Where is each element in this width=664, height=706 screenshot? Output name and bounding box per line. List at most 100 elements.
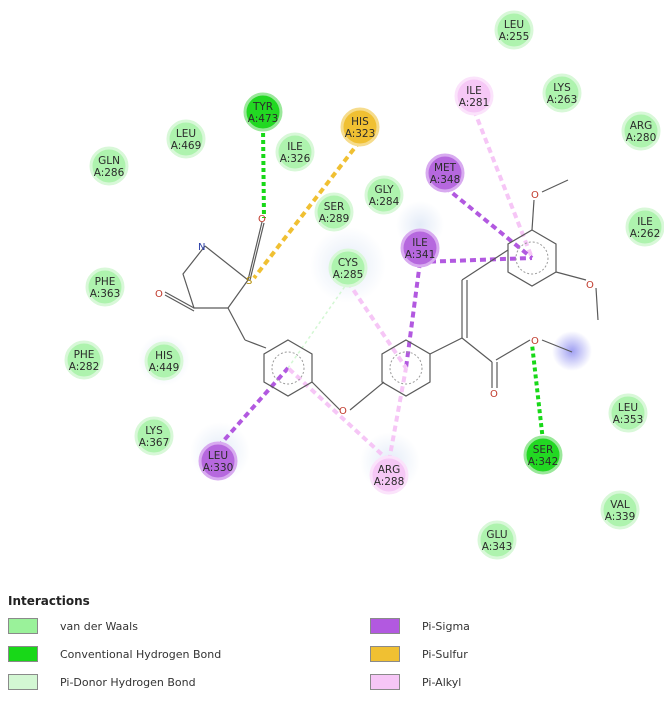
residue-number: A:326	[280, 153, 311, 165]
residue-name: ILE	[637, 216, 653, 228]
ester-o	[495, 339, 531, 361]
residue-name: CYS	[338, 257, 359, 269]
residue-number: A:262	[630, 228, 661, 240]
residue-disc	[625, 207, 664, 247]
tzd-co-left-2	[164, 294, 195, 312]
aromatic-rings	[271, 241, 549, 385]
residue-disc	[523, 435, 563, 475]
residue-name: SER	[533, 444, 554, 456]
ring-c	[507, 229, 557, 287]
legend-label-pi-alkyl: Pi-Alkyl	[422, 675, 462, 689]
legend-label-pi-sulfur: Pi-Sulfur	[422, 647, 468, 661]
residue-disc	[243, 92, 283, 132]
residue-disc	[64, 340, 104, 380]
legend-swatch-hbond	[8, 646, 38, 662]
residue-disc	[621, 111, 661, 151]
residue-name: ILE	[466, 85, 482, 97]
residue-disc	[314, 192, 354, 232]
residue-number: A:342	[528, 456, 559, 468]
atom-o-tzd-left: O	[155, 289, 163, 300]
atom-o-ome-right: O	[586, 280, 594, 291]
legend-item-pi-sigma: Pi-Sigma	[370, 616, 470, 636]
interaction-line-pi-alkyl	[346, 280, 408, 370]
residue-number: A:323	[345, 128, 376, 140]
residues: LEUA:255ILEA:281LYSA:263ARGA:280TYRA:473…	[64, 10, 664, 560]
residue-name: LEU	[208, 450, 228, 462]
residue-number: A:343	[482, 541, 513, 553]
interaction-lines	[216, 109, 545, 463]
residue-name: ILE	[287, 141, 303, 153]
residue-number: A:469	[171, 140, 202, 152]
interaction-line-pi-alkyl	[387, 367, 408, 462]
residue-name: SER	[324, 201, 345, 213]
ome-right-methyl	[595, 287, 599, 321]
residue-number: A:286	[94, 167, 125, 179]
legend-swatch-pi-alkyl	[370, 674, 400, 690]
ester-methyl	[541, 339, 573, 353]
residue-disc	[134, 416, 174, 456]
residue-number: A:263	[547, 94, 578, 106]
residue-name: LEU	[618, 402, 638, 414]
residue-disc	[454, 76, 494, 116]
residue-name: LEU	[176, 128, 196, 140]
ome-top-bond	[531, 199, 535, 231]
ether-bond-2	[349, 381, 385, 411]
ether-bond-1	[311, 381, 341, 411]
residue-name: LYS	[553, 82, 571, 94]
tzd-co-top	[247, 221, 263, 281]
residue-disc	[340, 107, 380, 147]
halo-methyl	[552, 331, 592, 371]
residue-disc	[89, 146, 129, 186]
residue-disc	[364, 175, 404, 215]
atom-o-tzd-top: O	[258, 214, 266, 225]
residue-number: A:348	[430, 174, 461, 186]
residue-number: A:284	[369, 196, 400, 208]
ring-b-aromatic	[389, 351, 423, 385]
heteroatoms: O O N S O O O O O	[155, 190, 594, 417]
tzd-co-top-2	[249, 222, 265, 281]
ome-top-methyl	[541, 179, 569, 193]
legend-swatch-pi-sulfur	[370, 646, 400, 662]
residue-number: A:339	[605, 511, 636, 523]
atom-s-tzd: S	[246, 276, 252, 287]
legend-title: Interactions	[8, 594, 90, 608]
interaction-line-pi-sigma	[443, 185, 534, 260]
legend-item-pi-alkyl: Pi-Alkyl	[370, 672, 461, 692]
residue-number: A:363	[90, 288, 121, 300]
interaction-line-pi-sigma	[404, 261, 422, 369]
vinyl-to-ring-c	[461, 249, 509, 281]
ring-c-aromatic	[515, 241, 549, 275]
residue-name: PHE	[95, 276, 116, 288]
legend-item-pi-sulfur: Pi-Sulfur	[370, 644, 468, 664]
interaction-legend: Interactions van der Waals Conventional …	[8, 594, 648, 702]
residue-name: LEU	[504, 19, 524, 31]
residue-disc	[198, 441, 238, 481]
residue-number: A:341	[405, 249, 436, 261]
ome-right-bond	[555, 271, 587, 281]
residue-disc	[166, 119, 206, 159]
residue-disc	[85, 267, 125, 307]
ester-bond	[461, 337, 493, 363]
residue-name: VAL	[610, 499, 630, 511]
residue-number: A:289	[319, 213, 350, 225]
residue-number: A:330	[203, 462, 234, 474]
atom-n-tzd: N	[198, 242, 205, 253]
legend-label-hbond: Conventional Hydrogen Bond	[60, 647, 222, 661]
residue-name: MET	[434, 162, 457, 174]
